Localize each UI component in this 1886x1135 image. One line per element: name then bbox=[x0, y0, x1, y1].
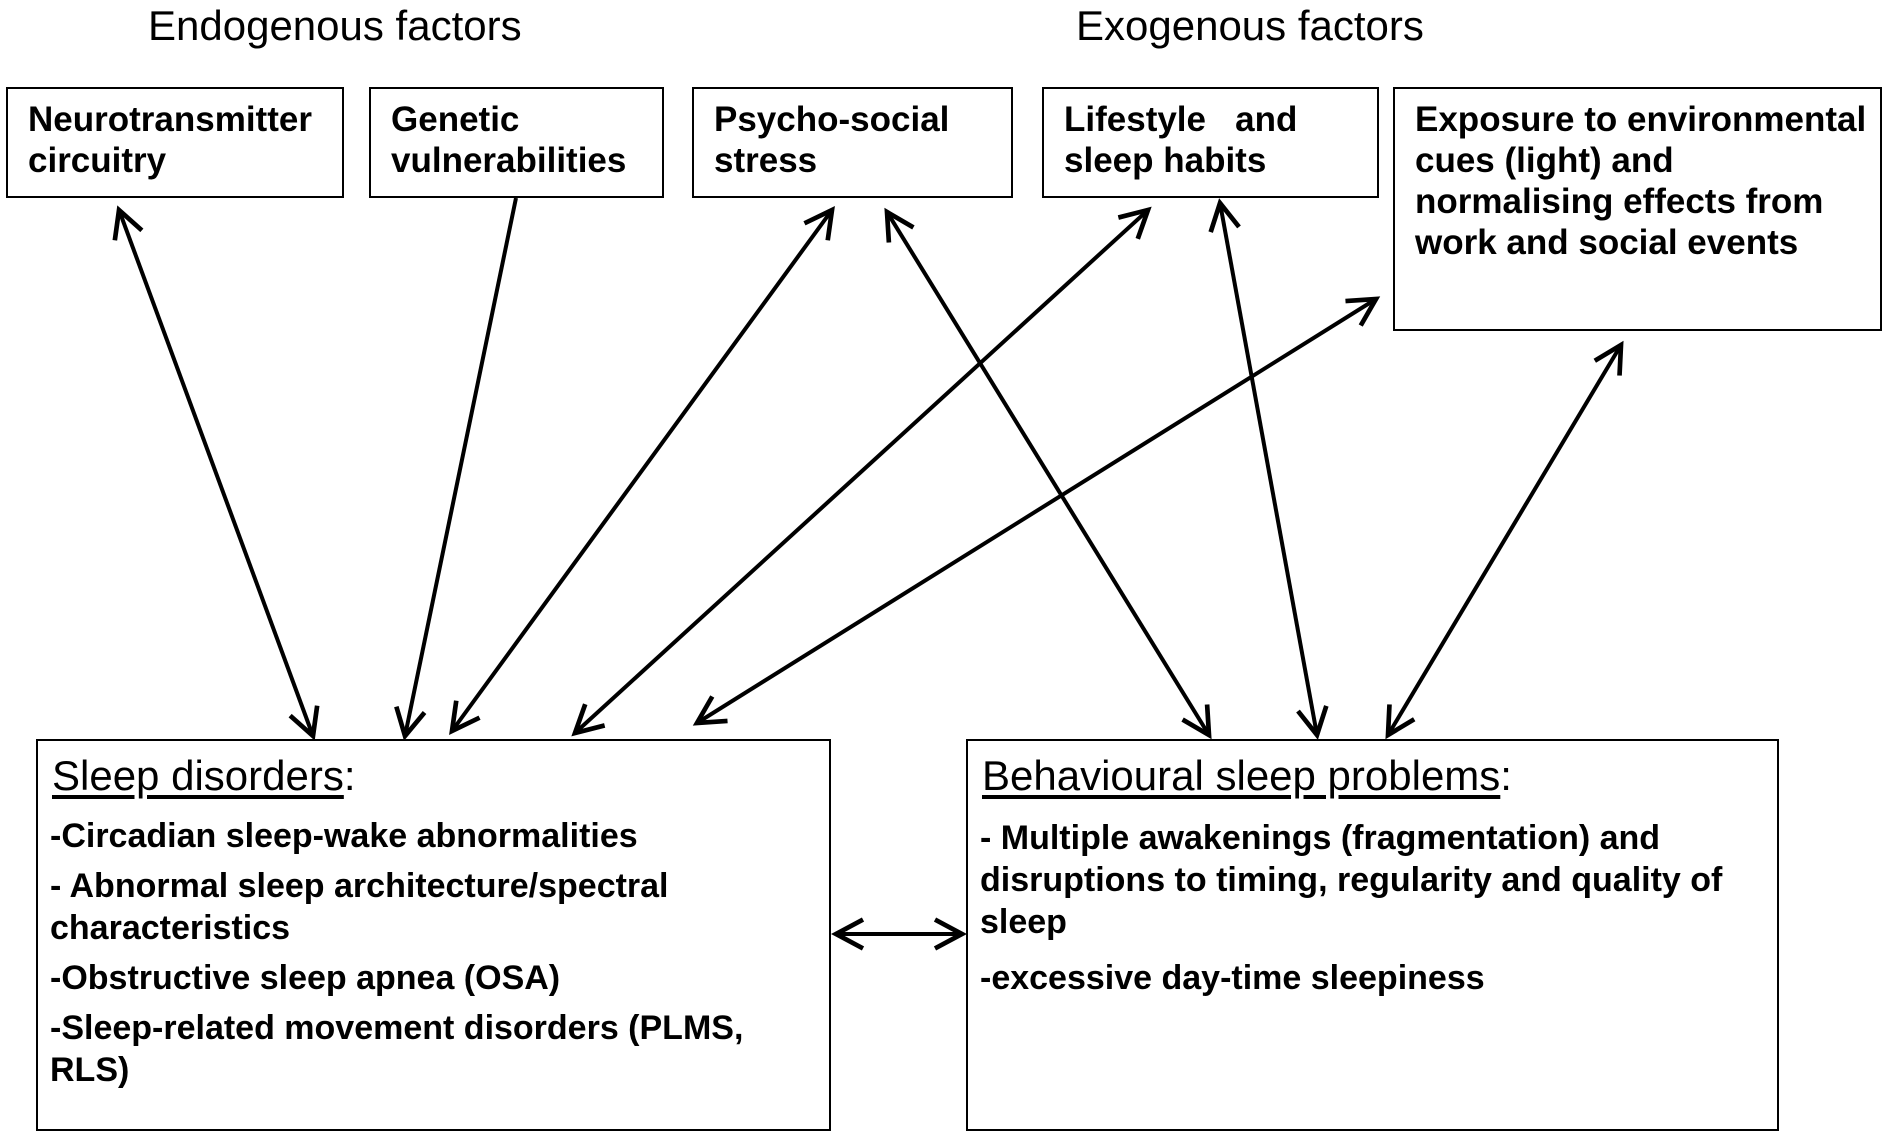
arrow-lifestyle-to-sleep-disorders bbox=[571, 206, 1152, 737]
sleep-disorders-box: Sleep disorders: -Circadian sleep-wake a… bbox=[36, 739, 831, 1131]
arrow-psycho-social-to-sleep-disorders bbox=[449, 205, 835, 736]
arrow-genetic-to-sleep-disorders bbox=[394, 197, 518, 741]
heading-endogenous: Endogenous factors bbox=[148, 2, 522, 49]
list-item: - Multiple awakenings (fragmentation) an… bbox=[980, 819, 1723, 941]
arrow-lifestyle-to-behavioural bbox=[1208, 198, 1329, 740]
factor-label: Neurotransmitter circuitry bbox=[28, 100, 312, 180]
factor-box-neurotransmitter: Neurotransmitter circuitry bbox=[6, 87, 344, 198]
behavioural-problems-title-text: Behavioural sleep problems bbox=[982, 752, 1501, 799]
list-item: -Sleep-related movement disorders (PLMS,… bbox=[50, 1009, 744, 1089]
factor-label: Psycho-social stress bbox=[714, 100, 950, 180]
factor-box-psycho-social: Psycho-social stress bbox=[692, 87, 1013, 198]
arrow-neurotransmitter-to-sleep-disorders bbox=[112, 205, 320, 741]
list-item: -Circadian sleep-wake abnormalities bbox=[50, 817, 638, 855]
title-colon: : bbox=[343, 752, 356, 799]
sleep-disorders-title-text: Sleep disorders bbox=[52, 752, 344, 799]
list-item: -Obstructive sleep apnea (OSA) bbox=[50, 959, 561, 997]
factor-label: Lifestyle and sleep habits bbox=[1064, 100, 1308, 180]
list-item: - Abnormal sleep architecture/spectral c… bbox=[50, 867, 669, 947]
list-item: -excessive day-time sleepiness bbox=[980, 959, 1485, 997]
arrow-psycho-social-to-behavioural bbox=[884, 207, 1212, 740]
title-colon: : bbox=[1500, 752, 1512, 799]
factor-label: Genetic vulnerabilities bbox=[391, 100, 627, 180]
factor-box-environmental: Exposure to environmental cues (light) a… bbox=[1393, 87, 1882, 331]
arrow-environmental-to-behavioural bbox=[1385, 340, 1624, 740]
behavioural-problems-box: Behavioural sleep problems: - Multiple a… bbox=[966, 739, 1779, 1131]
heading-exogenous: Exogenous factors bbox=[1076, 2, 1424, 49]
sleep-disorders-title: Sleep disorders: bbox=[52, 753, 829, 799]
factor-label: Exposure to environmental cues (light) a… bbox=[1415, 100, 1867, 262]
factor-box-genetic: Genetic vulnerabilities bbox=[369, 87, 664, 198]
behavioural-problems-title: Behavioural sleep problems: bbox=[982, 753, 1777, 799]
factor-box-lifestyle: Lifestyle and sleep habits bbox=[1042, 87, 1379, 198]
